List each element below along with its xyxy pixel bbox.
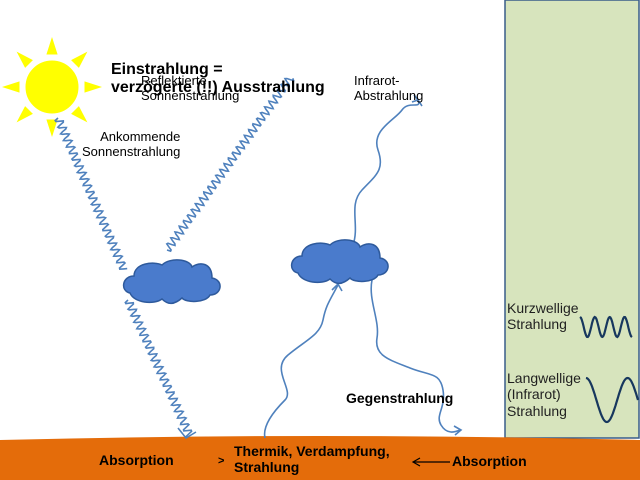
sun-ray <box>46 37 58 55</box>
sun-ray <box>16 51 33 68</box>
ground-band <box>0 436 640 480</box>
shortwave-legend-wave <box>579 315 633 339</box>
title-right: verzögerte (!!) Ausstrahlung <box>111 79 325 97</box>
legend-panel <box>504 0 640 439</box>
label-absorption-right: Absorption <box>452 453 527 469</box>
incoming-radiation-wave <box>54 117 128 271</box>
sun-ray <box>46 119 58 137</box>
cloud-icon <box>122 259 221 305</box>
legend-longwave-label: Langwellige (Infrarot) Strahlung <box>507 370 581 419</box>
arrowhead-ground <box>177 427 197 440</box>
counter-radiation-wave <box>370 279 463 436</box>
small-arrow: > <box>218 455 225 467</box>
ground-emission-wave <box>263 282 343 439</box>
cloud-icon <box>290 239 389 285</box>
sun-ray <box>84 81 102 93</box>
label-infrared-radiation: Infrarot- Abstrahlung <box>354 73 424 104</box>
infrared-radiation-wave <box>352 94 423 246</box>
label-thermik: Thermik, Verdampfung, Strahlung <box>234 443 390 476</box>
sun-icon <box>2 37 102 137</box>
arrow-left-icon <box>411 457 450 467</box>
label-reflected-radiation: Reflektierte Sonnenstrahlung <box>141 73 240 104</box>
incoming-radiation-wave-lower <box>124 299 193 438</box>
title-left: Einstrahlung = <box>111 60 223 78</box>
longwave-legend-wave <box>585 376 640 424</box>
label-incoming-radiation: Ankommende Sonnenstrahlung <box>82 129 181 160</box>
sun-ray <box>16 106 33 123</box>
legend-shortwave-label: Kurzwellige Strahlung <box>507 300 579 333</box>
label-counter-radiation: Gegenstrahlung <box>346 390 454 406</box>
diagram-title: Einstrahlung = verzögerte (!!) Ausstrahl… <box>111 42 325 98</box>
sun-ray <box>71 51 88 68</box>
reflected-radiation-wave <box>165 77 295 253</box>
sun-ray <box>71 106 88 123</box>
label-absorption-left: Absorption <box>99 452 174 468</box>
sun-ray <box>2 81 20 93</box>
